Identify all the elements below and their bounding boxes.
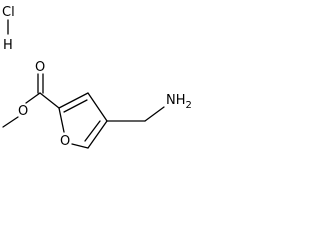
chemical-structure: Cl H O O O NH2 (2, 5, 192, 149)
bond-ring-c4-c5 (87, 120, 108, 149)
bond-ring-c5-o (71, 143, 89, 149)
bond-ring-c2-o (58, 107, 65, 133)
amine-label: NH (166, 93, 186, 108)
bond-o-methyl (2, 116, 19, 128)
amine-subscript: 2 (186, 100, 192, 111)
bond-ring-c2-c3-inner (63, 99, 88, 113)
atom-carbonyl-oxygen: O (35, 60, 45, 75)
atom-ester-oxygen: O (18, 104, 28, 119)
bond-c-o-ester (25, 92, 41, 104)
atom-hydrogen: H (3, 38, 13, 53)
atom-chlorine: Cl (2, 5, 15, 20)
bond-ring-c4-c5-inner (84, 120, 101, 142)
bond-ch2-n (144, 106, 165, 122)
atom-amine: NH2 (166, 93, 192, 111)
bond-ring-c2-c3 (58, 92, 89, 109)
bond-carbonyl-ring (39, 92, 60, 109)
atom-ring-oxygen: O (60, 134, 70, 149)
bond-ring-c3-c4 (87, 92, 108, 122)
